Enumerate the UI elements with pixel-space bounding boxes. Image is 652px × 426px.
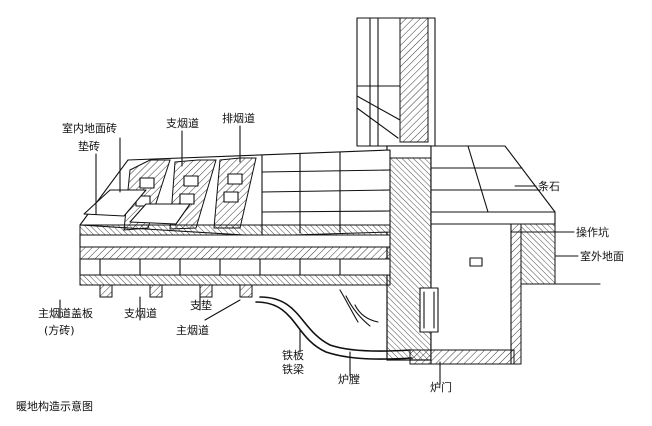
label-furnace-door: 炉门: [430, 381, 452, 394]
label-branch-flue-top: 支烟道: [166, 117, 199, 130]
label-main-flue-cover: 主烟道盖板: [38, 307, 93, 320]
support-piers: [99, 284, 253, 298]
chimney: [356, 17, 436, 147]
slab-layers: [79, 224, 391, 286]
strip-stone-platform: [430, 145, 556, 225]
label-indoor-floor-tile: 室内地面砖: [62, 122, 117, 135]
label-exhaust-flue: 排烟道: [222, 112, 255, 125]
furnace-chamber: [255, 289, 413, 360]
label-brace: 支垫: [190, 299, 212, 312]
label-square-brick: (方砖): [44, 324, 75, 337]
label-operation-pit: 操作坑: [576, 226, 609, 239]
label-outdoor-ground: 室外地面: [580, 250, 624, 263]
floor-slab: [79, 149, 391, 237]
label-cushion-brick: 垫砖: [78, 140, 100, 153]
operation-pit: [409, 223, 601, 365]
label-iron-plate: 铁板: [282, 349, 304, 362]
caption: 暖地构造示意图: [16, 400, 93, 413]
furnace-door-shape: [419, 287, 439, 333]
label-main-flue: 主烟道: [176, 324, 209, 337]
label-furnace-chamber: 炉膛: [338, 373, 360, 386]
label-branch-flue-bottom: 支烟道: [124, 307, 157, 320]
leader-lines: [59, 125, 579, 385]
label-iron-beam: 铁梁: [282, 363, 304, 376]
label-strip-stone: 条石: [538, 180, 560, 193]
